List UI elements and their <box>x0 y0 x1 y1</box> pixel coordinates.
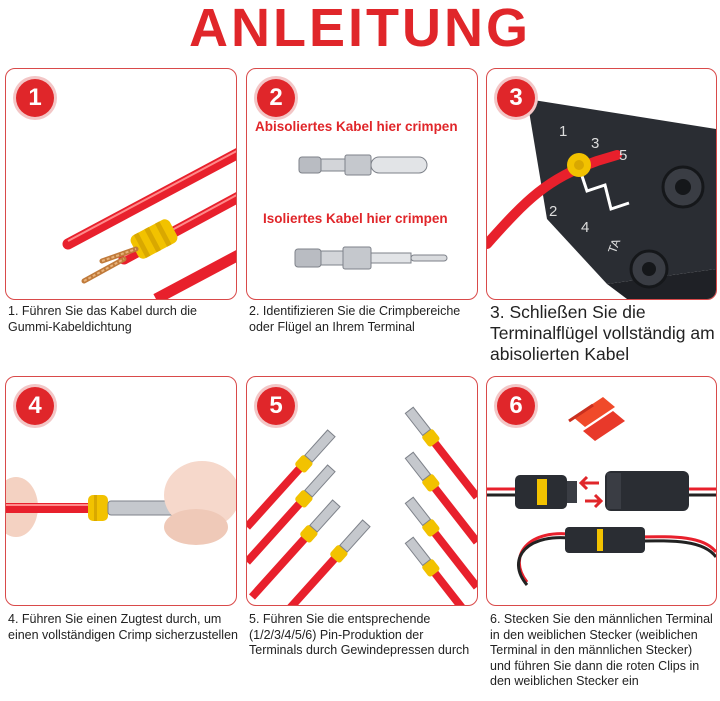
step-5-badge: 5 <box>257 387 295 425</box>
step-6-caption: 6. Stecken Sie den männlichen Terminal i… <box>490 612 713 688</box>
tool-mark-1: 1 <box>559 123 568 140</box>
step-4-image: 4 <box>5 376 237 606</box>
step-3-badge: 3 <box>497 79 535 117</box>
stripped-crimp-label: Abisoliertes Kabel hier crimpen <box>255 119 458 134</box>
step-6-badge: 6 <box>497 387 535 425</box>
step-3-caption: 3. Schließen Sie die Terminalflügel voll… <box>490 302 715 364</box>
page-title: ANLEITUNG <box>189 0 531 58</box>
wire-seal-illustration <box>62 148 236 299</box>
step-4-caption: 4. Führen Sie einen Zugtest durch, um ei… <box>8 612 238 642</box>
step-3-image: 1 3 5 2 4 TA 3 <box>486 68 717 300</box>
step-2-caption: 2. Identifizieren Sie die Crimpbereiche … <box>249 304 461 334</box>
step-1-badge: 1 <box>16 79 54 117</box>
crimp-tool-illustration <box>487 99 716 299</box>
terminal-illustration <box>294 154 448 270</box>
step-5-image: 5 <box>246 376 478 606</box>
step-1-image: 1 <box>5 68 237 300</box>
step-6-image: 6 <box>486 376 717 606</box>
step-2-image: Abisoliertes Kabel hier crimpen Isoliert… <box>246 68 478 300</box>
tool-mark-3: 3 <box>591 135 600 152</box>
tool-mark-5: 5 <box>619 147 628 164</box>
step-5-caption: 5. Führen Sie die entsprechende (1/2/3/4… <box>249 612 470 657</box>
step-1-caption: 1. Führen Sie das Kabel durch die Gummi-… <box>8 304 198 334</box>
tool-mark-4: 4 <box>581 219 590 236</box>
step-2-badge: 2 <box>257 79 295 117</box>
connector-illustration <box>487 397 716 586</box>
pull-test-illustration <box>6 461 236 545</box>
insulated-crimp-label: Isoliertes Kabel hier crimpen <box>263 211 448 226</box>
terminals-illustration <box>247 406 477 605</box>
tool-mark-2: 2 <box>549 203 558 220</box>
step-4-badge: 4 <box>16 387 54 425</box>
